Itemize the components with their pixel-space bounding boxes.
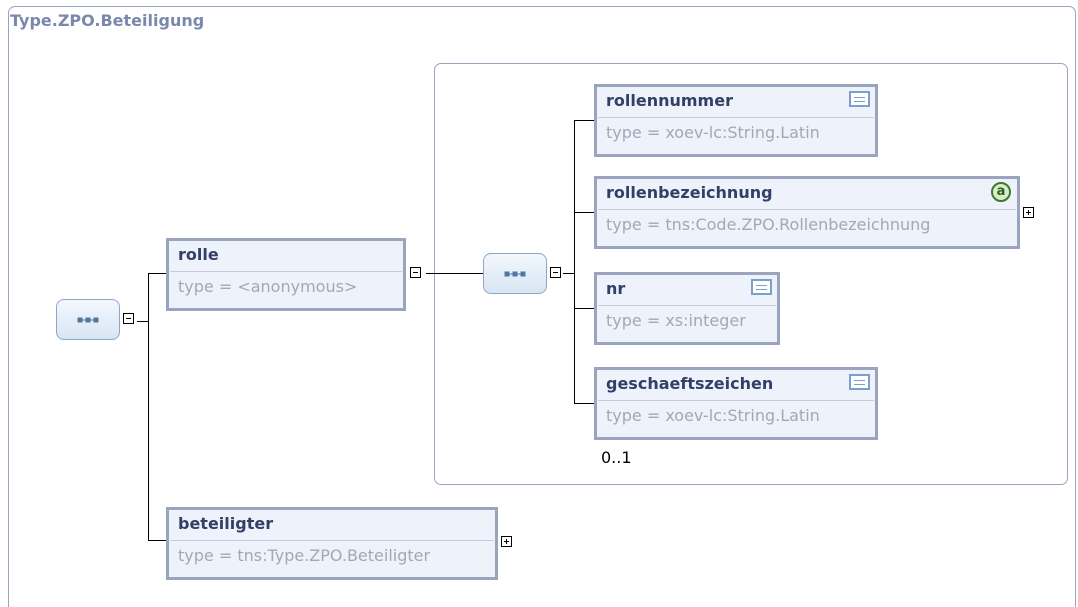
connector-line: [574, 120, 594, 121]
element-name: geschaeftszeichen: [606, 374, 774, 393]
occurrence-label: 0..1: [601, 448, 632, 467]
sequence-icon: [77, 317, 99, 322]
divider: [598, 117, 874, 118]
element-type: type = xs:integer: [606, 311, 746, 330]
documentation-icon: [751, 279, 772, 295]
element-type: type = tns:Code.ZPO.Rollenbezeichnung: [606, 215, 931, 234]
divider: [170, 271, 402, 272]
element-name: rollenbezeichnung: [606, 183, 773, 202]
element-rollenbezeichnung[interactable]: rollenbezeichnung a type = tns:Code.ZPO.…: [594, 176, 1020, 249]
connector-line: [574, 403, 594, 404]
element-type: type = <anonymous>: [178, 277, 358, 296]
collapse-toggle[interactable]: [123, 313, 134, 324]
connector-line: [137, 321, 148, 322]
divider: [170, 540, 494, 541]
element-rollennummer[interactable]: rollennummer type = xoev-lc:String.Latin: [594, 84, 878, 157]
element-type: type = xoev-lc:String.Latin: [606, 406, 820, 425]
complex-type-frame: [8, 6, 1076, 607]
collapse-toggle[interactable]: [550, 267, 561, 278]
connector-line: [574, 120, 575, 404]
connector-line: [574, 212, 594, 213]
element-type: type = tns:Type.ZPO.Beteiligter: [178, 546, 431, 565]
divider: [598, 400, 874, 401]
connector-line: [148, 273, 167, 274]
connector-line: [574, 308, 594, 309]
connector-line: [148, 273, 149, 541]
sequence-compositor[interactable]: [56, 299, 120, 340]
documentation-icon: [849, 91, 870, 107]
element-rolle[interactable]: rolle type = <anonymous>: [166, 238, 406, 311]
connector-line: [426, 273, 484, 274]
complex-type-title: Type.ZPO.Beteiligung: [10, 11, 205, 30]
collapse-toggle[interactable]: [410, 267, 421, 278]
connector-line: [563, 273, 574, 274]
expand-toggle[interactable]: [501, 536, 512, 547]
element-name: beteiligter: [178, 514, 274, 533]
element-name: rolle: [178, 245, 219, 264]
attribute-icon: a: [991, 182, 1011, 202]
sequence-compositor[interactable]: [483, 253, 547, 294]
sequence-icon: [504, 271, 526, 276]
element-nr[interactable]: nr type = xs:integer: [594, 272, 780, 345]
element-beteiligter[interactable]: beteiligter type = tns:Type.ZPO.Beteilig…: [166, 507, 498, 580]
element-type: type = xoev-lc:String.Latin: [606, 123, 820, 142]
element-name: rollennummer: [606, 91, 733, 110]
expand-toggle[interactable]: [1023, 207, 1034, 218]
element-name: nr: [606, 279, 626, 298]
divider: [598, 209, 1016, 210]
documentation-icon: [849, 374, 870, 390]
anonymous-type-frame: [434, 63, 1068, 485]
element-geschaeftszeichen[interactable]: geschaeftszeichen type = xoev-lc:String.…: [594, 367, 878, 440]
divider: [598, 305, 776, 306]
connector-line: [148, 540, 167, 541]
